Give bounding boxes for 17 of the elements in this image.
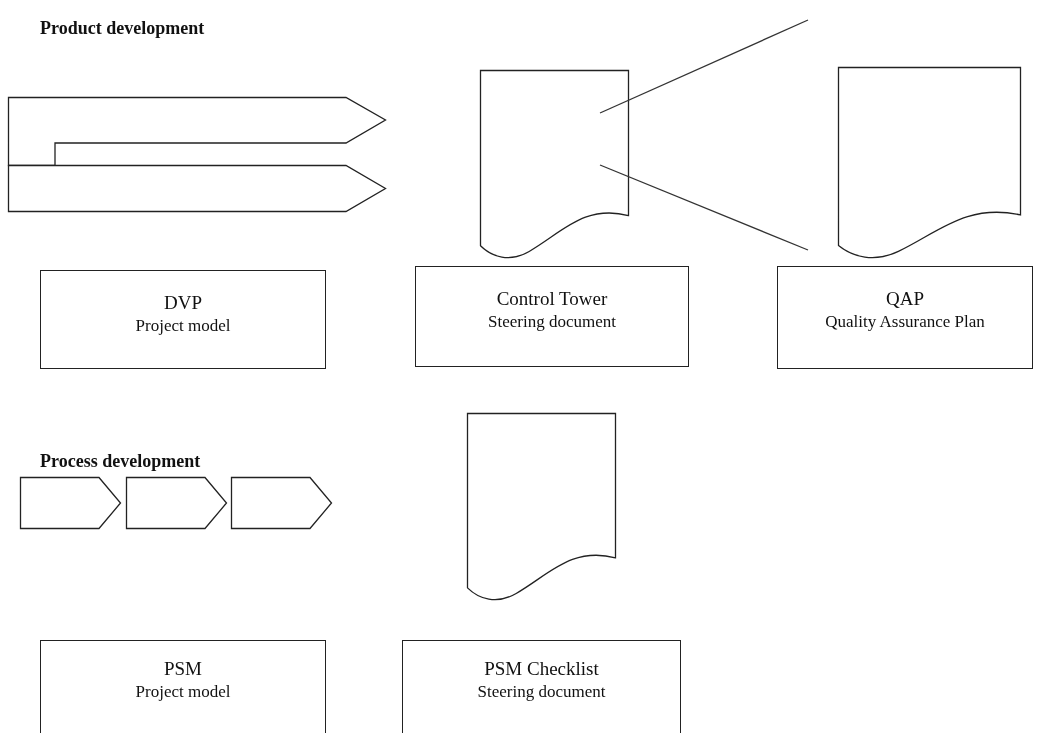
- box-title: Control Tower: [496, 287, 608, 311]
- section-heading: Product development: [40, 18, 205, 39]
- box-subtitle: Steering document: [477, 681, 606, 703]
- box-subtitle: Project model: [135, 315, 231, 337]
- box-subtitle: Quality Assurance Plan: [825, 311, 985, 333]
- box-subtitle: Project model: [135, 681, 231, 703]
- box-title: PSM Checklist: [484, 657, 599, 681]
- label-box: [40, 640, 326, 733]
- label-box: [415, 266, 689, 367]
- box-subtitle: Steering document: [488, 311, 616, 333]
- label-box: [40, 270, 326, 369]
- label-box: [402, 640, 681, 733]
- box-title: DVP: [164, 291, 202, 315]
- label-box: [777, 266, 1033, 369]
- box-title: PSM: [164, 657, 202, 681]
- section-heading: Process development: [40, 451, 201, 472]
- box-title: QAP: [886, 287, 924, 311]
